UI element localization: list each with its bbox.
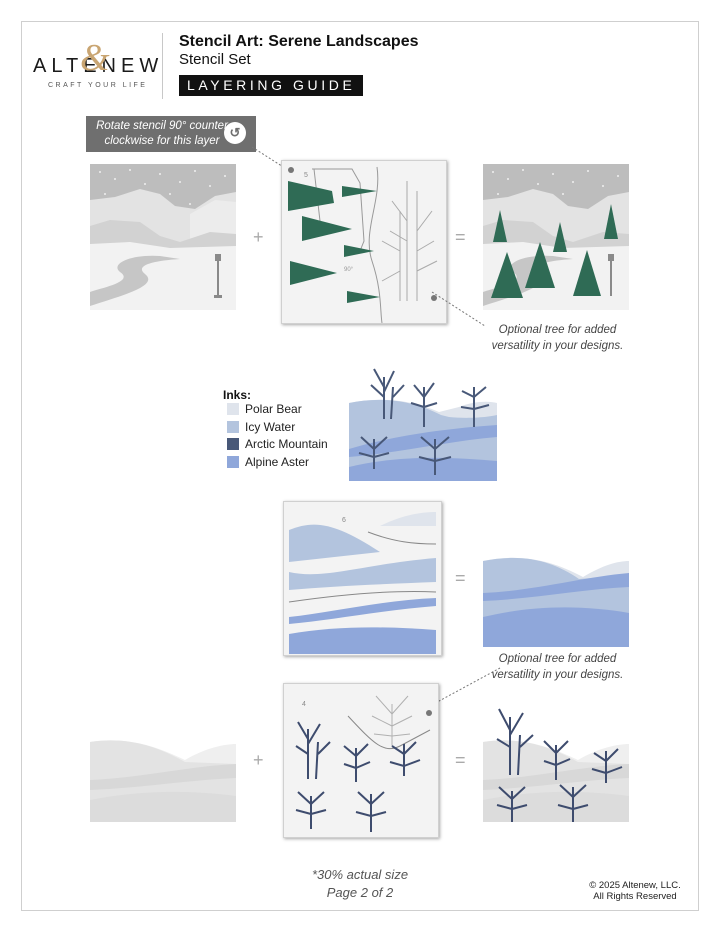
ink-swatch-icy-water [227, 421, 239, 433]
ink-item: Polar Bear [227, 402, 302, 416]
equals-operator: = [455, 750, 466, 770]
ink-swatch-polar-bear [227, 403, 239, 415]
stencil-number: 4 [302, 701, 306, 708]
note-leader-line [251, 146, 289, 171]
result-hills-bare-trees [483, 708, 629, 822]
base-scene-hills-gray [90, 740, 236, 822]
plus-operator: + [253, 227, 264, 247]
layering-guide-badge: LAYERING GUIDE [179, 75, 364, 96]
footer-size-note: *30% actual size Page 2 of 2 [300, 866, 420, 902]
stencil-mark: 90° [344, 267, 354, 273]
plus-operator: + [253, 750, 264, 770]
final-preview-blue [349, 368, 497, 481]
ink-item: Arctic Mountain [227, 437, 328, 451]
ink-item: Alpine Aster [227, 455, 309, 469]
page-title: Stencil Art: Serene Landscapes [179, 33, 419, 50]
logo-wordmark: ALTENEW [33, 55, 164, 77]
stencil-number: 6 [342, 517, 346, 524]
ink-swatch-alpine-aster [227, 456, 239, 468]
inks-label: Inks: [223, 388, 252, 402]
rotate-note-text: Rotate stencil 90° counter clockwise for… [96, 120, 228, 147]
stencil-6: 6 [283, 501, 442, 656]
stencil-number: 5 [304, 172, 308, 179]
page-frame [21, 21, 699, 911]
ink-swatch-arctic-mountain [227, 438, 239, 450]
header-divider [162, 33, 163, 99]
base-scene-winter [90, 164, 236, 310]
page-subtitle: Stencil Set [179, 51, 251, 68]
ink-item: Icy Water [227, 420, 295, 434]
stencil-5: 5 90° [281, 160, 447, 324]
copyright: © 2025 Altenew, LLC. All Rights Reserved [589, 880, 681, 902]
logo-tagline: CRAFT YOUR LIFE [48, 82, 148, 89]
optional-tree-caption-2: Optional tree for added versatility in y… [491, 653, 624, 681]
caption-leader-line-1 [431, 291, 486, 327]
logo-ampersand-icon: & [80, 37, 110, 79]
result-scene-winter-trees [483, 164, 629, 310]
equals-operator: = [455, 227, 466, 247]
optional-tree-caption-1: Optional tree for added versatility in y… [491, 324, 624, 352]
stencil-4: 4 [283, 683, 439, 838]
result-hills-blue [483, 557, 629, 647]
equals-operator: = [455, 568, 466, 588]
rotate-ccw-icon: ↺ [224, 122, 246, 144]
page-number: Page 2 of 2 [326, 885, 394, 900]
caption-leader-line-2 [427, 667, 501, 708]
